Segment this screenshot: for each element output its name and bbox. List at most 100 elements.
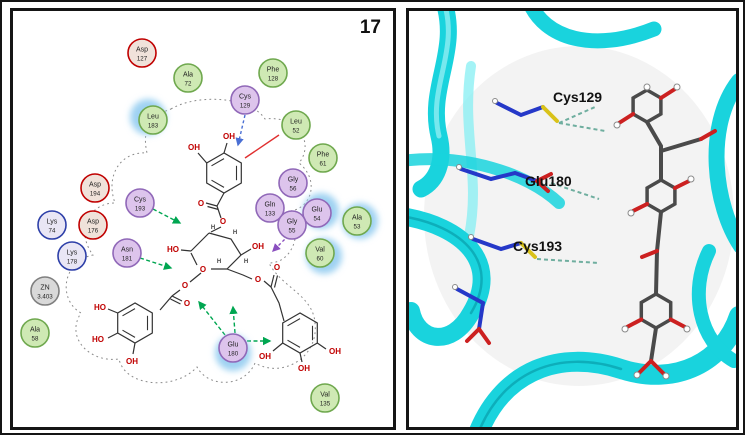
residue-name: Gly: [287, 219, 298, 226]
benzene-ring: [282, 312, 318, 354]
residue-circle: [138, 105, 168, 135]
solvent-contour: [65, 98, 316, 384]
atom-label: OH: [252, 242, 264, 251]
residue-circle: [127, 38, 157, 68]
atom-label: HO: [94, 303, 106, 312]
residue-name: Leu: [290, 119, 302, 126]
residue-circle: [258, 58, 288, 88]
double-bond: [287, 318, 301, 327]
residue-circle: [305, 238, 335, 268]
atom-label: H: [211, 225, 215, 231]
residue-circle: [308, 143, 338, 173]
residue-circle: [281, 110, 311, 140]
residue-circle: [342, 206, 372, 236]
residue-circle: [78, 210, 108, 240]
residue-name: Phe: [267, 67, 280, 74]
residue-circle: [302, 198, 332, 228]
panel-number: 17: [359, 17, 381, 38]
protein-ribbons: [409, 11, 736, 427]
residue-number: 55: [289, 228, 296, 235]
residue-gly-56: Gly 56: [278, 168, 308, 198]
double-bond: [211, 158, 225, 167]
red-interaction: [244, 134, 280, 159]
residue-name: Gly: [288, 177, 299, 184]
residue-circle: [30, 276, 60, 306]
residue-circle: [278, 168, 308, 198]
double-bond: [211, 179, 225, 188]
residue-name: Lys: [67, 250, 78, 257]
residue-glu-180: Glu180: [215, 333, 251, 371]
double-bond: [122, 308, 136, 317]
residue-name: Val: [320, 392, 330, 399]
residue-circle: [37, 210, 67, 240]
residue-name: ZN: [40, 285, 49, 292]
residue-number: 3.403: [37, 294, 53, 301]
atom-label: O: [274, 263, 280, 272]
residue-name: Asp: [89, 182, 101, 189]
residue-circle: [57, 241, 87, 271]
residue-number: 56: [290, 186, 297, 193]
atom-label: OH: [259, 352, 271, 361]
residue-number: 58: [32, 336, 39, 343]
residue-number: 72: [185, 81, 192, 88]
residue-circle: [310, 383, 340, 413]
atom-label: HO: [92, 335, 104, 344]
residue-name: Asn: [121, 247, 133, 254]
benzene-ring: [117, 302, 153, 344]
residue-circle: [125, 188, 155, 218]
atom-label: HO: [167, 245, 179, 254]
residue-circle: [230, 85, 260, 115]
residue-number: 129: [240, 103, 251, 110]
carboxylate-sticks: [465, 327, 491, 345]
residue-cys-129: Cys 129: [230, 85, 260, 115]
residue-label-3d: Glu180: [525, 173, 572, 189]
residue-circle: [173, 63, 203, 93]
double-bond: [122, 329, 136, 338]
residue-circle: [218, 333, 248, 363]
green-interaction: [198, 300, 226, 336]
residue-ala-72: Ala 72: [173, 63, 203, 93]
residue-name: Lys: [47, 219, 58, 226]
hydrogen-bond-dashes: [536, 106, 606, 264]
residue-name: Cys: [239, 94, 252, 101]
aromatic-rings: [117, 152, 318, 354]
atom-label: O: [220, 217, 226, 226]
residue-phe-128: Phe 128: [258, 58, 288, 88]
residue-name: Glu: [312, 207, 323, 214]
residue-number: 183: [148, 123, 159, 130]
benzene-ring: [206, 152, 242, 194]
green-interaction: [152, 208, 182, 224]
green-interaction: [229, 305, 238, 334]
residue-number: 52: [293, 128, 300, 135]
residue-number: 60: [317, 256, 324, 263]
oxygen-sticks: [617, 87, 717, 376]
residue-circles: Asp127Ala72Cys129Phe128Leu183Leu52Phe61A…: [20, 38, 378, 413]
sulfur-stick: [541, 105, 559, 123]
atom-label: O: [200, 265, 206, 274]
residue-name: Asp: [87, 219, 99, 226]
hydrogen-atoms: [613, 83, 695, 380]
atom-label: OH: [223, 132, 235, 141]
double-bond: [287, 339, 301, 348]
atom-label: O: [182, 281, 188, 290]
residue-number: 128: [268, 76, 279, 83]
residue-name: Leu: [147, 114, 159, 121]
residue-name: Ala: [183, 72, 193, 79]
residue-cys-193: Cys193: [125, 188, 155, 218]
residue-name: Ala: [30, 327, 40, 334]
